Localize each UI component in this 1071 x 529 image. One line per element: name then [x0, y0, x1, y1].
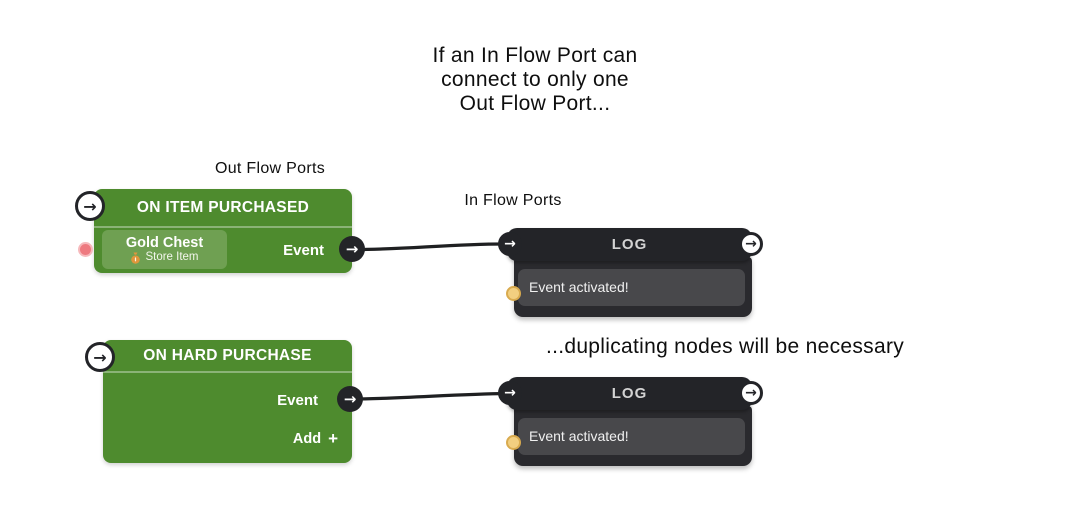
- chip-subtitle: Store Item: [145, 251, 199, 263]
- duplicating-note: ...duplicating nodes will be necessary: [545, 335, 905, 358]
- node-on-hard-purchase[interactable]: ON HARD PURCHASE Event Add + → →: [85, 340, 363, 463]
- log-message-input[interactable]: Event activated!: [518, 269, 745, 306]
- in-flow-port[interactable]: →: [498, 232, 522, 256]
- in-flow-port[interactable]: →: [85, 342, 115, 372]
- in-flow-port[interactable]: →: [498, 381, 522, 405]
- arrow-icon: →: [745, 236, 757, 252]
- node-title: ON HARD PURCHASE: [143, 346, 312, 364]
- caption-title-line2: connect to only one: [441, 68, 629, 91]
- caption-title-line1: If an In Flow Port can: [432, 44, 638, 67]
- arrow-icon: →: [343, 390, 357, 408]
- out-flow-ports-label: Out Flow Ports: [214, 160, 325, 177]
- wire-event1-to-log1[interactable]: [350, 242, 510, 252]
- node-title: LOG: [611, 236, 648, 253]
- store-item-value-port[interactable]: [78, 242, 93, 257]
- message-value-port[interactable]: [506, 286, 521, 301]
- in-flow-ports-label: In Flow Ports: [464, 192, 562, 209]
- node-on-item-purchased[interactable]: ON ITEM PURCHASED Gold Chest Store Item …: [75, 189, 365, 273]
- arrow-icon: →: [345, 240, 359, 258]
- caption-title-line3: Out Flow Port...: [459, 92, 611, 115]
- caption-title: If an In Flow Port can connect to only o…: [370, 44, 700, 116]
- node-log-1[interactable]: LOG Event activated! → →: [498, 228, 763, 317]
- node-log-2[interactable]: LOG Event activated! → →: [498, 377, 763, 466]
- out-flow-port[interactable]: →: [739, 381, 763, 405]
- store-item-chip[interactable]: Gold Chest Store Item: [102, 230, 227, 269]
- in-flow-port[interactable]: →: [75, 191, 105, 221]
- plus-icon: +: [328, 429, 338, 448]
- arrow-icon: →: [83, 196, 97, 216]
- node-header[interactable]: ON ITEM PURCHASED: [94, 189, 352, 228]
- out-flow-port-event[interactable]: →: [337, 386, 363, 412]
- add-label: Add: [292, 431, 322, 447]
- node-header[interactable]: LOG: [507, 228, 752, 261]
- out-flow-port[interactable]: →: [739, 232, 763, 256]
- money-bag-icon: [131, 252, 141, 264]
- out-flow-port-event[interactable]: →: [339, 236, 365, 262]
- node-title: LOG: [611, 385, 648, 402]
- event-port-label: Event: [283, 242, 324, 259]
- add-port-button[interactable]: Add +: [292, 429, 338, 448]
- arrow-icon: →: [745, 385, 757, 401]
- node-header[interactable]: LOG: [507, 377, 752, 410]
- arrow-icon: →: [504, 236, 516, 252]
- chip-title: Gold Chest: [125, 235, 204, 251]
- arrow-icon: →: [93, 347, 107, 367]
- event-port-label: Event: [277, 392, 318, 409]
- wire-event2-to-log2[interactable]: [349, 391, 509, 401]
- node-title: ON ITEM PURCHASED: [136, 198, 310, 216]
- log-message-input[interactable]: Event activated!: [518, 418, 745, 455]
- node-header[interactable]: ON HARD PURCHASE: [103, 340, 352, 373]
- message-value-port[interactable]: [506, 435, 521, 450]
- arrow-icon: →: [504, 385, 516, 401]
